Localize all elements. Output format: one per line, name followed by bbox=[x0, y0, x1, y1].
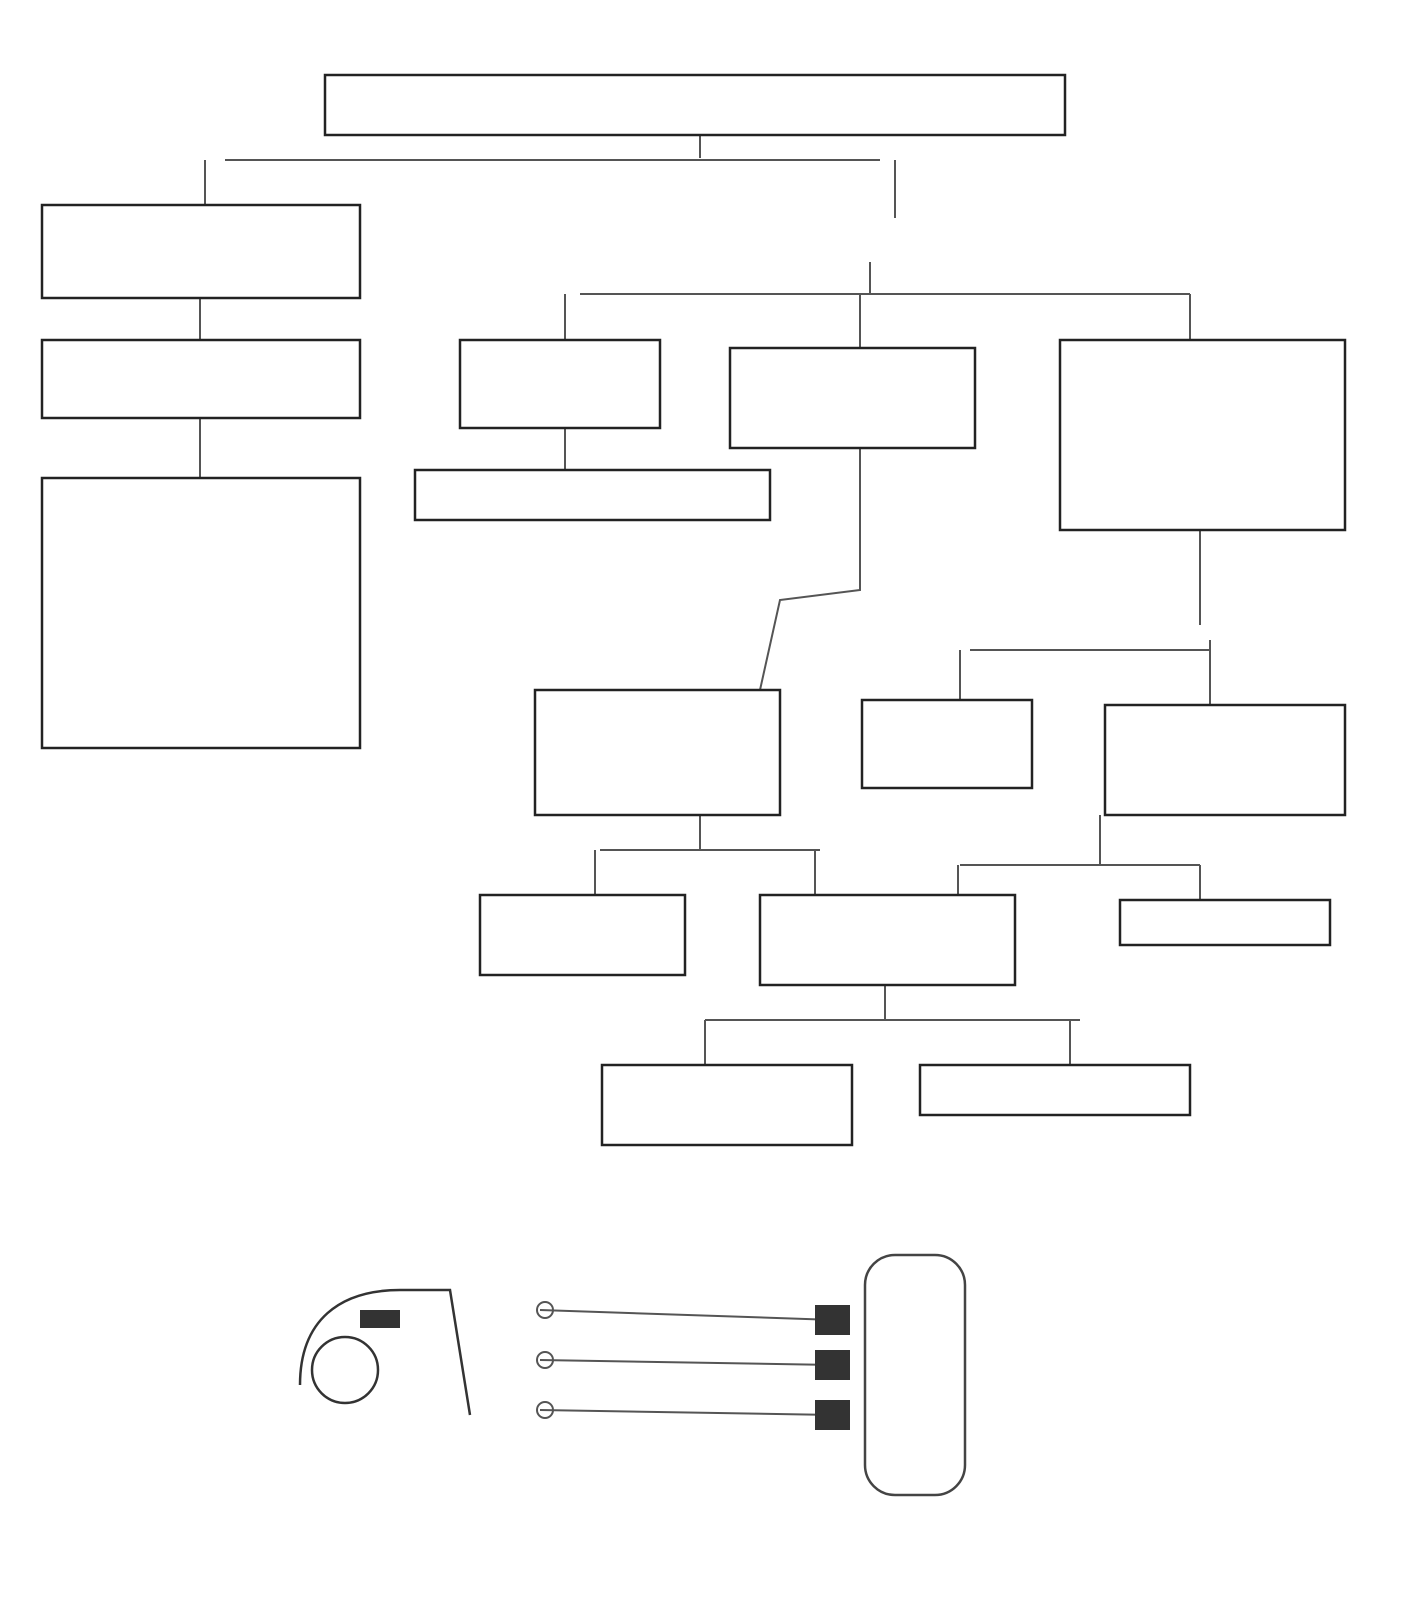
flow-node-a1 bbox=[458, 338, 662, 430]
pin-block-2 bbox=[815, 1350, 850, 1380]
wire-3 bbox=[539, 1409, 836, 1416]
wire-1 bbox=[539, 1309, 836, 1321]
flow-node-left2 bbox=[40, 338, 362, 420]
flow-node-left1 bbox=[40, 203, 362, 300]
connector-shell bbox=[298, 1288, 472, 1416]
flow-node-start bbox=[323, 73, 1067, 137]
flow-node-b1 bbox=[728, 346, 977, 450]
flowchart-nodes bbox=[40, 73, 1347, 1147]
flow-node-c2 bbox=[860, 698, 1034, 790]
flow-node-b2 bbox=[533, 688, 782, 817]
flow-node-c3 bbox=[1103, 703, 1347, 817]
flow-node-d1 bbox=[600, 1063, 854, 1147]
wire-2 bbox=[539, 1359, 836, 1366]
flow-node-d2 bbox=[918, 1063, 1192, 1117]
pin-block-1 bbox=[815, 1305, 850, 1335]
connector-illustration bbox=[298, 1253, 967, 1497]
wire-end-3 bbox=[536, 1401, 554, 1419]
pin-block-3 bbox=[815, 1400, 850, 1430]
wire-end-2 bbox=[536, 1351, 554, 1369]
flow-node-b3 bbox=[478, 893, 687, 977]
flow-node-c1 bbox=[1058, 338, 1347, 532]
flow-node-c4 bbox=[1118, 898, 1332, 947]
wire-end-1 bbox=[536, 1301, 554, 1319]
edge-b1-b2 bbox=[759, 448, 861, 691]
connector-latch bbox=[360, 1310, 400, 1328]
component-body bbox=[863, 1253, 967, 1497]
flow-node-b4 bbox=[758, 893, 1017, 987]
flow-node-a2 bbox=[413, 468, 772, 522]
flowchart-edges bbox=[199, 132, 1211, 1065]
connector-socket bbox=[310, 1335, 380, 1405]
flow-node-left3 bbox=[40, 476, 362, 750]
